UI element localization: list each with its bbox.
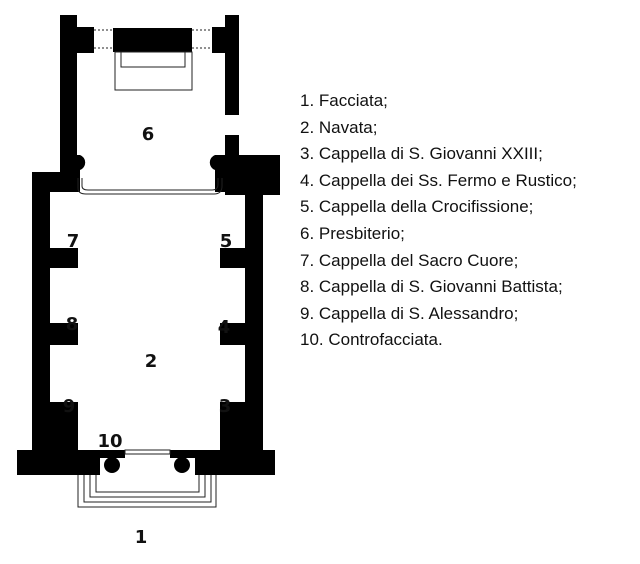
label-4: 4 [218,317,231,338]
legend-item: 9. Cappella di S. Alessandro; [300,303,519,323]
legend-item: 7. Cappella del Sacro Cuore; [300,250,519,270]
legend-item: 2. Navata; [300,117,378,137]
label-3: 3 [219,396,232,417]
legend-item: 3. Cappella di S. Giovanni XXIII; [300,144,543,164]
label-2: 2 [145,351,158,372]
outlines [77,29,223,508]
legend-item: 6. Presbiterio; [300,223,405,243]
walls [17,15,280,475]
legend-item: 4. Cappella dei Ss. Fermo e Rustico; [300,170,577,190]
legend-item: 1. Facciata; [300,91,388,110]
label-5: 5 [220,231,233,252]
label-8: 8 [66,314,79,335]
label-6: 6 [142,124,155,145]
legend-item: 5. Cappella della Crocifissione; [300,197,534,217]
legend-item: 8. Cappella di S. Giovanni Battista; [300,277,563,297]
label-7: 7 [67,231,80,252]
legend: 1. Facciata; 2. Navata; 3. Cappella di S… [300,88,577,354]
label-10: 10 [97,431,122,452]
label-1: 1 [135,527,148,548]
legend-item: 10. Controfacciata. [300,330,443,350]
label-9: 9 [63,396,76,417]
